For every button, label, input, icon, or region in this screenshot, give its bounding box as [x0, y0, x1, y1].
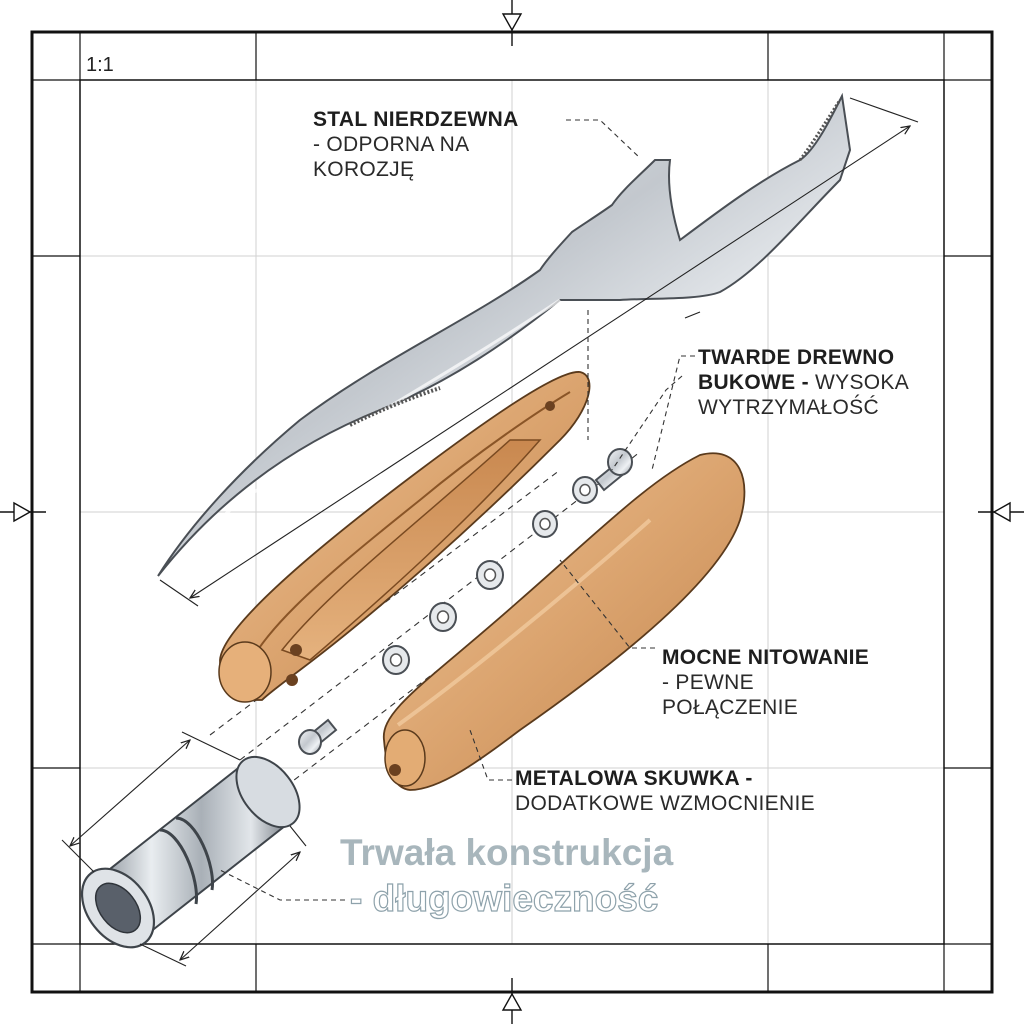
- rivet-pin-top: [594, 448, 633, 492]
- label-wood-title: TWARDE DREWNO: [698, 346, 895, 369]
- label-wood-line3: WYTRZYMAŁOŚĆ: [698, 396, 879, 419]
- scale-label: 1:1: [86, 54, 114, 76]
- label-wood-rest: WYSOKA: [808, 371, 910, 394]
- ferrule: [80, 755, 301, 949]
- label-blade-line2: - ODPORNA NA: [313, 133, 470, 156]
- blade-dimension: [159, 97, 919, 607]
- label-ferrule: METALOWA SKUWKA - DODATKOWE WZMOCNIENIE: [515, 766, 815, 816]
- label-wood: TWARDE DREWNO BUKOWE - WYSOKA WYTRZYMAŁO…: [698, 345, 909, 420]
- label-rivets-title: MOCNE NITOWANIE: [662, 646, 870, 669]
- ferrule-dimensions: [61, 731, 307, 967]
- tagline: Trwała konstrukcja - długowieczność: [340, 830, 673, 922]
- left-handle-scale: [218, 371, 591, 703]
- label-wood-title2: BUKOWE -: [698, 371, 809, 394]
- label-blade-title: STAL NIERDZEWNA: [313, 108, 519, 131]
- leader-lines: [219, 119, 695, 901]
- tagline-line1: Trwała konstrukcja: [340, 832, 674, 873]
- rivet-pin-bottom: [298, 718, 338, 755]
- label-blade-line3: KOROZJĘ: [313, 158, 415, 181]
- label-ferrule-title: METALOWA SKUWKA -: [515, 767, 753, 790]
- inner-frame: [79, 79, 945, 945]
- tagline-line2: - długowieczność: [349, 877, 659, 919]
- right-handle-scale: [383, 452, 746, 791]
- label-rivets: MOCNE NITOWANIE - PEWNE POŁĄCZENIE: [662, 645, 869, 720]
- label-rivets-line3: POŁĄCZENIE: [662, 696, 799, 719]
- rivets: [298, 448, 633, 755]
- label-blade: STAL NIERDZEWNA - ODPORNA NA KOROZJĘ: [313, 107, 519, 182]
- label-rivets-line2: - PEWNE: [662, 671, 754, 694]
- label-ferrule-line2: DODATKOWE WZMOCNIENIE: [515, 792, 815, 815]
